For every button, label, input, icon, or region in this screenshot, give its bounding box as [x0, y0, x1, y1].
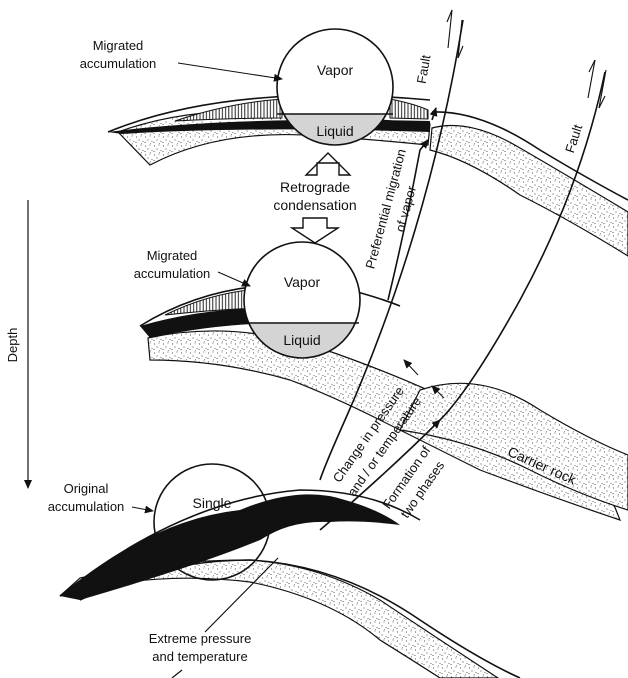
fault-1-label: Fault	[414, 53, 434, 84]
svg-text:and temperature: and temperature	[152, 649, 247, 664]
formation-label: Formation of two phases	[379, 443, 447, 521]
svg-text:Extreme pressure: Extreme pressure	[149, 631, 252, 646]
single-phase-line-3: fluid	[199, 533, 225, 549]
original-pointer	[131, 505, 154, 514]
depth-axis: Depth	[5, 200, 32, 489]
preferential-label: Preferential migration of vapor	[362, 147, 419, 270]
top-migrated-pointer	[177, 62, 283, 82]
top-liquid-label: Liquid	[316, 123, 353, 139]
small-arrow-2	[431, 385, 445, 399]
top-gas-cap-right	[389, 98, 429, 120]
top-migrated-line-1: Migrated	[93, 38, 144, 53]
fault-1-slip-arrows	[446, 9, 464, 59]
middle-migrated-line-2: accumulation	[134, 266, 211, 281]
single-phase-line-2: phase	[193, 514, 231, 530]
fault-1: Fault	[319, 9, 464, 481]
fault-1-line	[319, 19, 464, 481]
original-label: Original accumulation	[48, 481, 154, 514]
extreme-pointer	[204, 557, 279, 633]
bottom-oil-wedge	[240, 494, 400, 540]
migration-pathway	[319, 107, 445, 531]
svg-text:accumulation: accumulation	[134, 266, 211, 281]
bottom-anticline-crest	[59, 489, 421, 597]
bottom-anticline-base	[79, 559, 521, 678]
top-migrated-line-2: accumulation	[80, 56, 157, 71]
vapor-up-arrow	[429, 107, 438, 121]
extreme-line-2: and temperature	[152, 649, 247, 664]
down-hollow-arrow-icon	[289, 217, 341, 244]
middle-migrated-pointer	[217, 271, 251, 287]
original-line-2: accumulation	[48, 499, 125, 514]
fault-2-label: Fault	[562, 122, 585, 154]
retrograde-line-2: condensation	[273, 197, 356, 213]
up-hollow-arrow-icon	[304, 152, 352, 176]
top-carrier-band-right	[429, 124, 628, 257]
fault-2-slip-arrows	[587, 59, 607, 109]
middle-liquid-label: Liquid	[283, 332, 320, 348]
depth-label: Depth	[5, 328, 20, 363]
svg-text:Original: Original	[64, 481, 109, 496]
middle-migrated-label: Migrated accumulation	[134, 248, 251, 287]
svg-text:accumulation: accumulation	[48, 499, 125, 514]
top-gas-cap-left	[174, 98, 283, 122]
bottom-anticline	[59, 489, 521, 678]
extreme-line-1: Extreme pressure	[149, 631, 252, 646]
svg-text:accumulation: accumulation	[80, 56, 157, 71]
svg-text:Migrated: Migrated	[93, 38, 144, 53]
retrograde-block: Retrograde condensation	[273, 152, 357, 244]
original-accumulation-circle: Single phase fluid	[153, 463, 271, 581]
top-vapor-label: Vapor	[317, 62, 354, 78]
middle-vapor-label: Vapor	[284, 274, 321, 290]
single-phase-line-1: Single	[193, 495, 232, 511]
extreme-tail	[171, 669, 183, 678]
small-arrow-1	[403, 359, 419, 376]
preferential-migration-arrow	[387, 139, 429, 301]
extreme-label: Extreme pressure and temperature	[149, 557, 279, 678]
fault-2: Fault	[439, 59, 607, 421]
middle-anticline	[139, 283, 622, 521]
middle-migrated-line-1: Migrated	[147, 248, 198, 263]
top-right-crest	[431, 111, 628, 201]
fault-2-line	[439, 71, 606, 421]
change-pressure-arrow	[319, 419, 441, 531]
retrograde-line-1: Retrograde	[280, 179, 350, 195]
top-migrated-label: Migrated accumulation	[80, 38, 283, 82]
original-line-1: Original	[64, 481, 109, 496]
svg-text:Migrated: Migrated	[147, 248, 198, 263]
